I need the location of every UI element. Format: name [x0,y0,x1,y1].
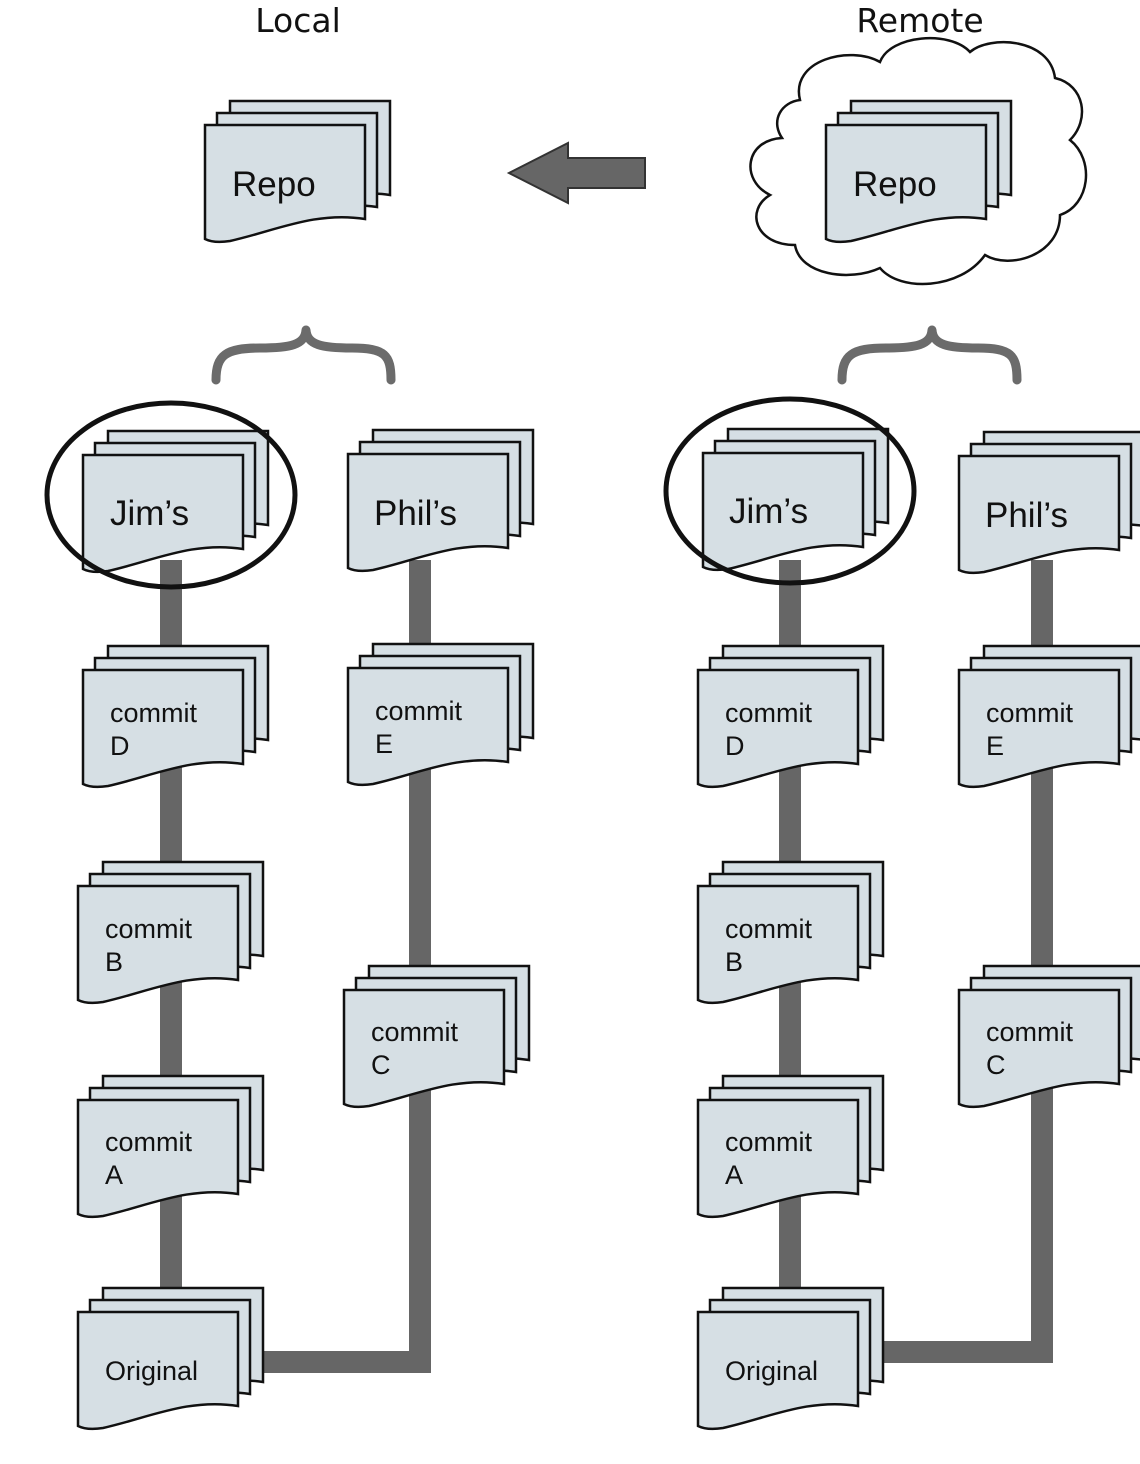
local-jims-label: Jim’s [110,494,189,533]
remote-commit-b: commit B [698,862,883,1003]
local-commit-b: commit B [78,862,263,1003]
commit-id: C [371,1050,391,1080]
local-commit-a: commit A [78,1076,263,1217]
local-phils-label: Phil’s [374,494,457,533]
commit-id: A [105,1160,123,1190]
local-original: Original [78,1288,263,1429]
commit-label: commit [725,914,812,944]
local-repo: Repo [205,101,390,242]
local-commit-e: commit E [348,644,533,785]
commit-id: D [725,731,745,761]
remote-original: Original [698,1288,883,1429]
remote-jims-highlight [663,396,917,586]
commit-id: D [110,731,130,761]
commit-id: E [375,729,393,759]
commit-id: E [986,731,1004,761]
commit-label: commit [105,1127,192,1157]
remote-repo-label: Repo [853,165,937,204]
commit-label: commit [110,698,197,728]
local-repo-label: Repo [232,165,316,204]
commit-id: A [725,1160,743,1190]
remote-commit-d: commit D [698,646,883,787]
remote-commit-c: commit C [959,966,1140,1107]
fetch-arrow-icon [506,141,646,205]
remote-brace [837,325,1022,385]
commit-label: commit [725,1127,812,1157]
commit-label: commit [371,1017,458,1047]
local-commit-d: commit D [83,646,268,787]
commit-label: commit [375,696,462,726]
commit-label: commit [986,698,1073,728]
local-phils-head: Phil’s [348,430,533,571]
local-phils-trunk [262,560,431,1373]
local-header: Local [255,1,341,40]
remote-phils-head: Phil’s [959,432,1140,573]
commit-label: commit [986,1017,1073,1047]
commit-id: B [725,947,743,977]
original-label: Original [105,1356,198,1386]
commit-id: C [986,1050,1006,1080]
local-jims-highlight [44,400,298,590]
local-jims-head: Jim’s [83,431,268,572]
remote-phils-label: Phil’s [985,496,1068,535]
remote-jims-head: Jim’s [703,429,888,570]
original-label: Original [725,1356,818,1386]
remote-header: Remote [856,1,983,40]
remote-phils-trunk [882,560,1053,1363]
commit-label: commit [105,914,192,944]
local-commit-c: commit C [344,966,529,1107]
local-brace [211,325,396,385]
commit-id: B [105,947,123,977]
remote-jims-label: Jim’s [729,492,808,531]
commit-label: commit [725,698,812,728]
remote-commit-a: commit A [698,1076,883,1217]
remote-commit-e: commit E [959,646,1140,787]
remote-repo: Repo [826,101,1011,242]
